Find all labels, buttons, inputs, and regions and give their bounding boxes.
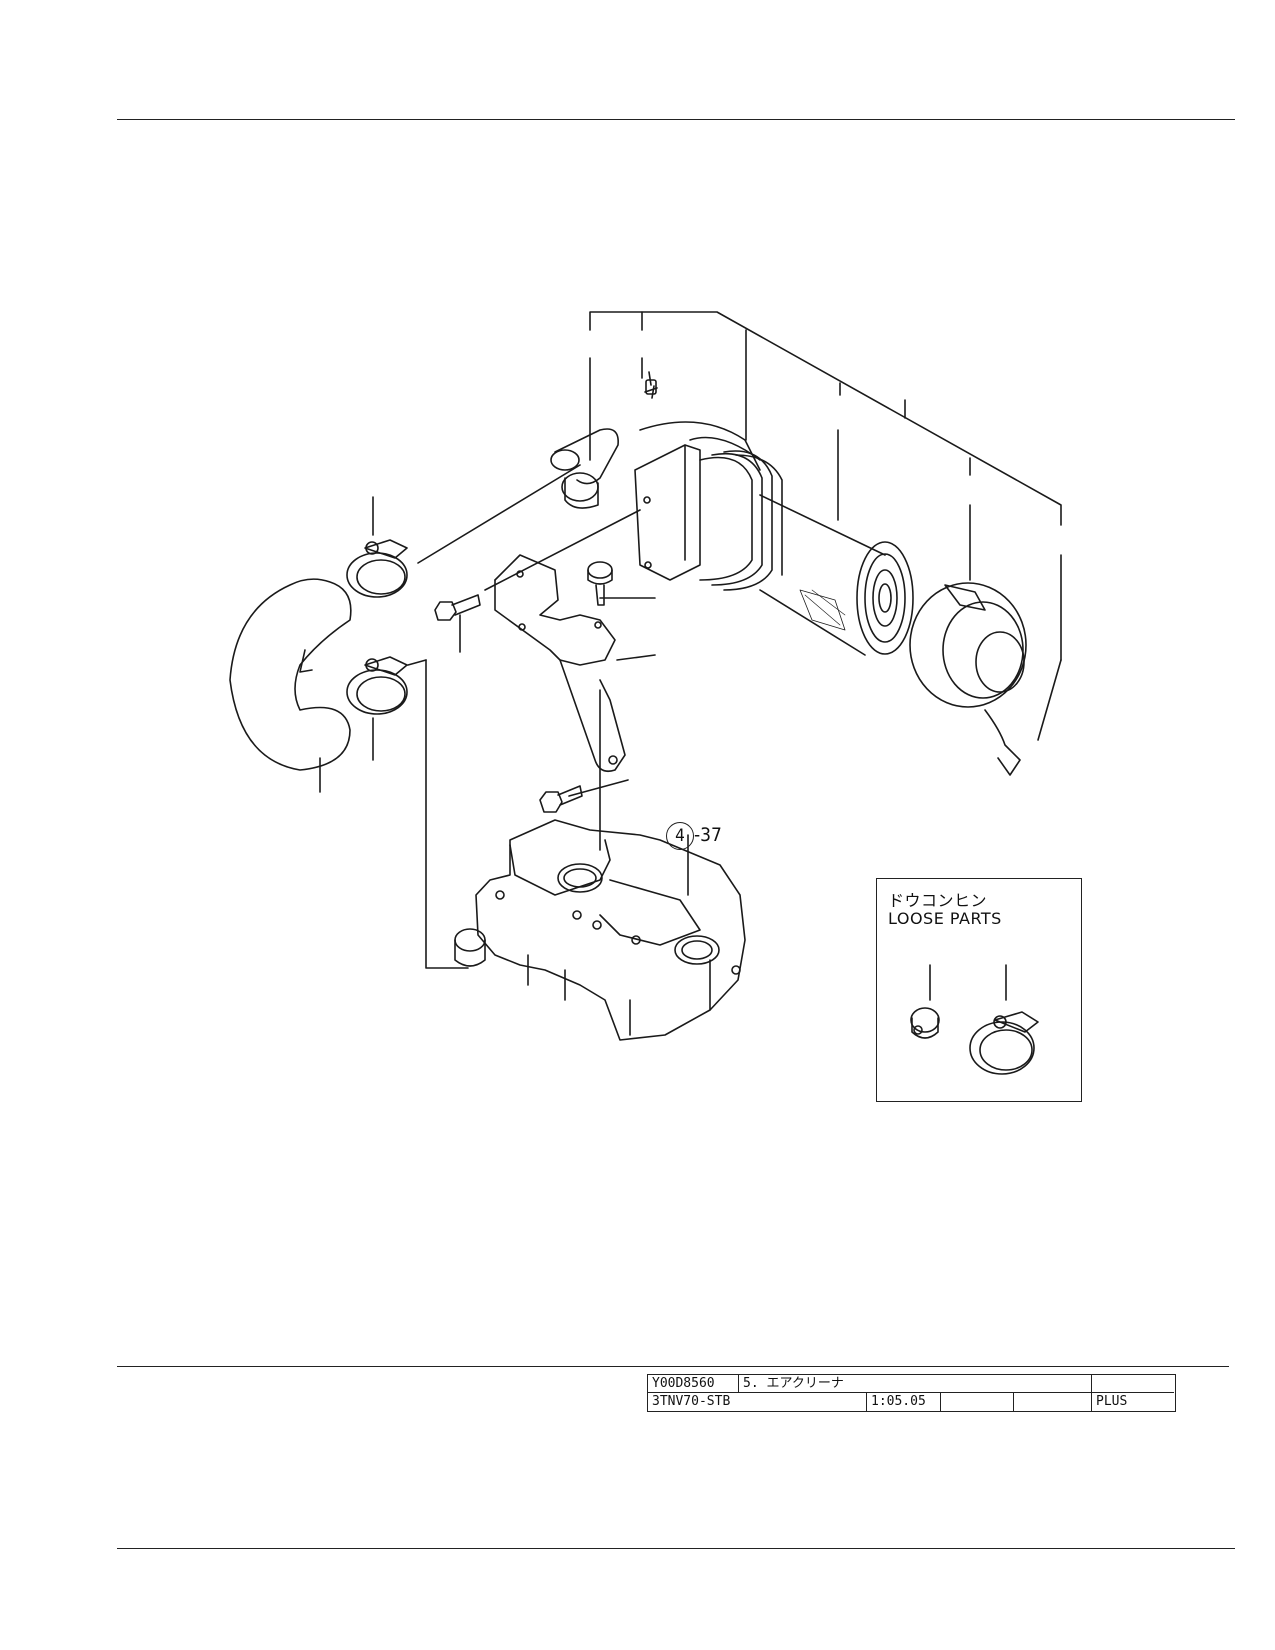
title-block-blank-2 [1014,1393,1091,1411]
title-block-blank-1 [941,1393,1014,1411]
loose-parts-label-en: LOOSE PARTS [888,909,1002,928]
model-number: 3TNV70-STB [652,1394,731,1409]
bolt-top [587,561,613,606]
bolt-left [434,594,481,621]
title-block-tag: PLUS [1091,1393,1174,1411]
loose-parts-hose-clamp [969,1011,1039,1075]
section-title: 5. エアクリーナ [739,1375,1091,1393]
air-cleaner-body [550,371,783,591]
loose-parts-grommet [910,1007,940,1039]
doc-number: Y00D8560 [648,1375,739,1393]
bolt-lower [539,785,583,813]
reference-callout-suffix: -37 [694,824,722,846]
intake-hose [229,578,352,771]
part-leader-lines [319,357,1062,1001]
title-block-blank-top [1091,1375,1174,1393]
loose-parts-box: ドウコンヒン LOOSE PARTS [876,878,1082,1102]
mounting-bracket [494,554,626,773]
reference-callout-number: 4 [666,822,694,850]
filter-element [759,494,914,656]
top-rule [117,119,1235,120]
top-leader-bracket [589,311,1062,526]
hose-clamp-upper [346,539,408,598]
title-block: Y00D8560 5. エアクリーナ 3TNV70-STB 1:05.05 PL… [647,1374,1176,1412]
bottom-rule [117,1548,1235,1549]
reference-callout: 4-37 [666,822,722,850]
hose-clamp-lower [346,656,408,715]
footer-rule [117,1366,1229,1367]
revision: 1:05.05 [866,1393,941,1411]
end-cap [909,582,1027,776]
intake-manifold [454,819,746,1041]
loose-parts-label-jp: ドウコンヒン [888,891,988,910]
